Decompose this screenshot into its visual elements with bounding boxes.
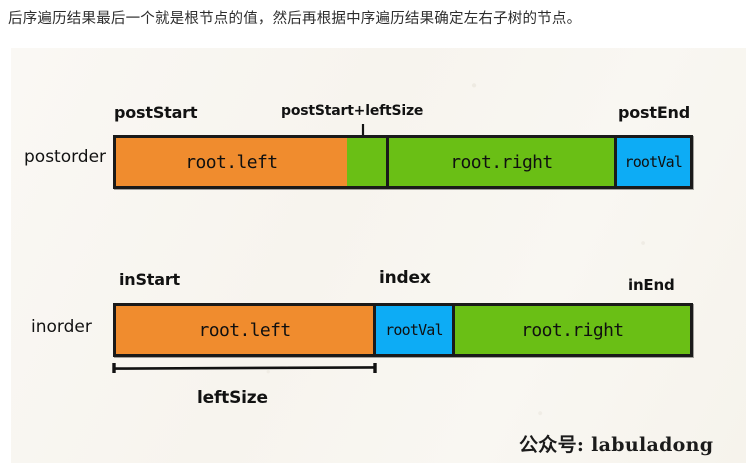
inorder-segment-root-right: root.right — [451, 306, 690, 354]
postorder-segment-root-right: root.right — [386, 138, 614, 186]
postorder-marker-end: postEnd — [618, 103, 690, 122]
inorder-marker-start: inStart — [119, 270, 180, 289]
caption-text: 后序遍历结果最后一个就是根节点的值，然后再根据中序遍历结果确定左右子树的节点。 — [8, 11, 582, 27]
inorder-marker-end: inEnd — [628, 276, 675, 294]
inorder-marker-index: index — [379, 268, 431, 288]
inorder-segment-root-val: rootVal — [373, 306, 452, 354]
postorder-bar: root.left root.right rootVal — [113, 135, 693, 189]
postorder-segment-root-val: rootVal — [613, 138, 690, 186]
postorder-row-label: postorder — [24, 147, 107, 167]
inorder-segment-root-left: root.left — [116, 306, 374, 354]
postorder-marker-start: postStart — [114, 103, 198, 122]
postorder-marker-mid: postStart+leftSize — [281, 103, 424, 119]
left-size-measure-label: leftSize — [197, 388, 268, 408]
left-size-bracket-icon — [112, 363, 377, 373]
watermark-label: 公众号: labuladong — [519, 434, 714, 456]
postorder-segment-gap — [346, 138, 387, 186]
inorder-bar: root.left rootVal root.right — [113, 303, 693, 357]
inorder-row-label: inorder — [31, 317, 92, 337]
postorder-segment-root-left: root.left — [116, 138, 347, 186]
diagram-figure: postorder postStart postStart+leftSize p… — [11, 48, 746, 463]
